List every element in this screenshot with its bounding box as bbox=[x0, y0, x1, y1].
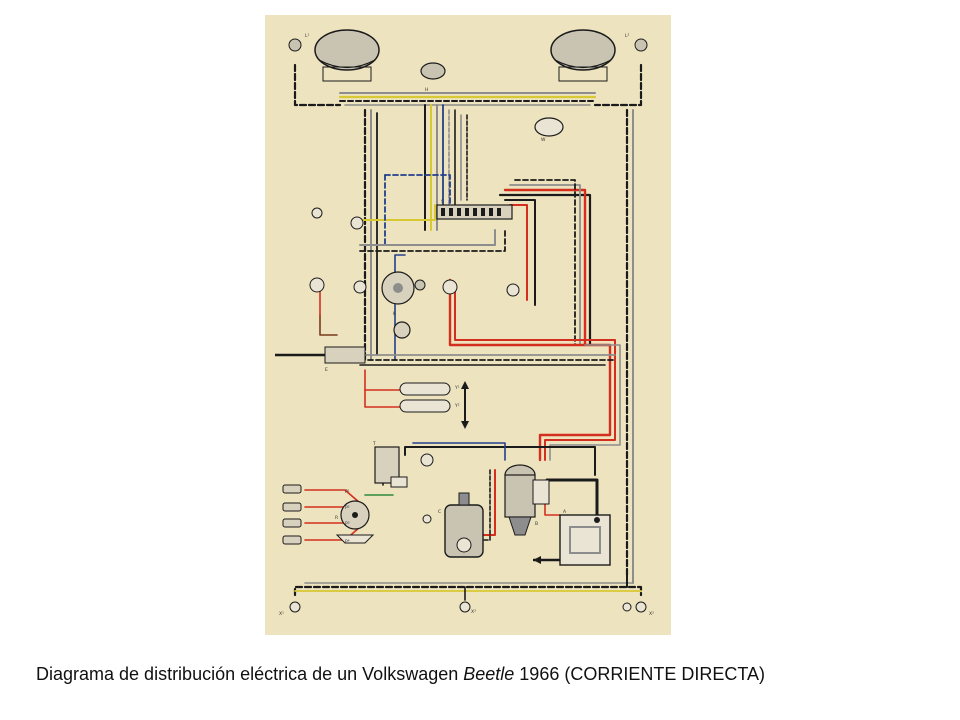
sensor-icon bbox=[420, 453, 434, 524]
switch-icon bbox=[309, 207, 367, 294]
svg-text:L¹: L¹ bbox=[305, 33, 310, 39]
svg-text:X²: X² bbox=[649, 611, 654, 617]
svg-text:X³: X³ bbox=[471, 609, 476, 615]
starter-icon bbox=[504, 464, 550, 536]
bulb-icon bbox=[288, 38, 648, 52]
relay-icon bbox=[442, 279, 520, 297]
turn-signal-lever-icon bbox=[275, 346, 366, 364]
svg-text:Y¹: Y¹ bbox=[454, 385, 460, 391]
generator-icon bbox=[444, 492, 484, 558]
spark-plug-icon bbox=[282, 484, 302, 545]
svg-text:S: S bbox=[441, 199, 444, 205]
svg-text:W: W bbox=[541, 137, 546, 143]
headlight-icon bbox=[550, 29, 616, 82]
wiper-motor-icon bbox=[534, 117, 564, 137]
svg-text:C: C bbox=[438, 509, 441, 515]
arrow-icon bbox=[461, 381, 469, 429]
svg-text:P³: P³ bbox=[345, 521, 350, 527]
svg-text:H: H bbox=[425, 87, 428, 93]
svg-text:R: R bbox=[335, 515, 338, 521]
ignition-switch-icon bbox=[393, 321, 411, 339]
svg-text:P¹: P¹ bbox=[345, 489, 350, 495]
svg-text:X¹: X¹ bbox=[279, 611, 284, 617]
speedometer-icon bbox=[381, 271, 426, 305]
svg-text:P²: P² bbox=[345, 505, 350, 511]
caption-suffix: 1966 (CORRIENTE DIRECTA) bbox=[514, 664, 766, 684]
svg-text:P⁴: P⁴ bbox=[345, 539, 350, 545]
lamp-icon bbox=[399, 382, 451, 413]
battery-icon bbox=[533, 514, 611, 566]
distributor-icon bbox=[335, 500, 375, 544]
svg-text:Y²: Y² bbox=[454, 403, 460, 409]
headlight-icon bbox=[314, 29, 380, 82]
wiring-diagram: L¹ L² H W S K E Y¹ Y² T P¹ P² P³ P⁴ R C … bbox=[265, 15, 671, 635]
tail-light-icon bbox=[289, 601, 647, 613]
svg-text:E: E bbox=[325, 367, 328, 373]
svg-text:A: A bbox=[563, 509, 567, 515]
wiring-diagram-svg: L¹ L² H W S K E Y¹ Y² T P¹ P² P³ P⁴ R C … bbox=[275, 29, 654, 617]
horn-icon bbox=[420, 62, 446, 80]
caption: Diagrama de distribución eléctrica de un… bbox=[36, 664, 936, 685]
svg-text:K: K bbox=[393, 311, 397, 317]
svg-text:T: T bbox=[372, 441, 376, 447]
svg-text:L²: L² bbox=[625, 33, 630, 39]
fuse-box-icon bbox=[436, 204, 513, 220]
caption-model: Beetle bbox=[463, 664, 515, 684]
caption-prefix: Diagrama de distribución eléctrica de un… bbox=[36, 664, 464, 684]
svg-text:B: B bbox=[535, 521, 538, 527]
ignition-coil-icon bbox=[374, 446, 408, 488]
